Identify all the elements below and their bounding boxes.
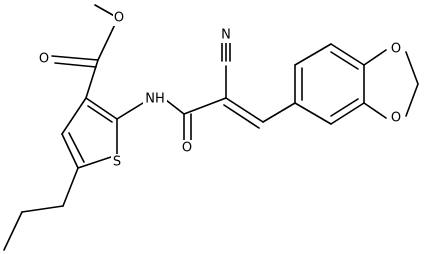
bond-benz-5-6 (330, 102, 365, 125)
dioxole-bottom-oxygen-label: O (391, 111, 401, 126)
bond-ring-NH (116, 102, 144, 120)
bond-benz-5-6-inner (330, 98, 359, 117)
bond-benz-3-4-inner (330, 51, 359, 70)
bond-alpha-beta-b (223, 104, 260, 129)
bond-beta-aryl (262, 102, 296, 123)
bond-propyl-3 (3, 211, 23, 251)
bond-amide-alpha (183, 97, 227, 115)
bond-NH-amide-carbon (165, 99, 185, 115)
bond-propyl-2 (21, 205, 64, 213)
bond-dioxole-C-Otop (363, 49, 387, 66)
ester-ether-oxygen-label: O (114, 11, 124, 26)
dioxole-top-oxygen-label: O (391, 42, 401, 57)
bond-alpha-beta-a (225, 97, 264, 123)
bond-ring-C4-C3 (61, 97, 87, 135)
bond-ester-C=O-b (54, 62, 97, 68)
bond-ring-C3-C2 (85, 97, 118, 120)
amide-carbonyl-oxygen-label: O (182, 141, 192, 156)
bond-propyl-1 (62, 167, 79, 207)
bond-benz-3-4 (330, 43, 365, 66)
bond-ring-C5-C4-inner (68, 132, 85, 163)
bond-ester-C=O-a (51, 55, 99, 61)
bond-ester-carbon-ring (85, 59, 99, 99)
thiophene-sulfur-label: S (113, 155, 121, 170)
bond-dioxole-Otop-CH2 (405, 51, 419, 85)
ester-carbonyl-oxygen-label: O (39, 52, 49, 67)
bond-ring-C5-C4 (61, 133, 79, 169)
bond-dioxole-Obottom-C (363, 102, 387, 119)
amide-nh-label: NH (145, 92, 165, 107)
bond-benz-2-3 (294, 43, 332, 66)
bond-ring-S-C5 (77, 154, 118, 169)
bond-dioxole-CH2-Obottom (405, 83, 419, 117)
bond-ring-C3-C2-inner (87, 105, 113, 123)
bond-benz-6-1 (294, 102, 332, 125)
nitrile-nitrogen-label: N (221, 28, 231, 43)
